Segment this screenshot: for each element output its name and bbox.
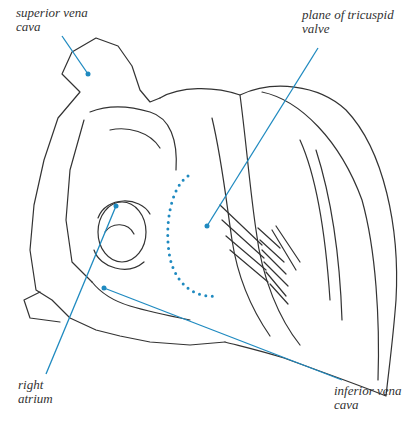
atrium-wall: [66, 107, 176, 282]
papillary-muscle: [258, 226, 300, 304]
septum: [300, 140, 342, 320]
part-label: right atrium: [18, 378, 74, 406]
leader-line: [207, 48, 318, 226]
leader-dot: [114, 204, 119, 209]
ventricle-outline: [160, 86, 397, 396]
leader-dot: [86, 72, 91, 77]
part-label: superior vena cava: [16, 6, 88, 34]
leader-line: [46, 206, 116, 374]
part-label: inferior vena cava: [334, 384, 410, 412]
ventricle-wall: [212, 92, 378, 380]
atrium-outline: [30, 38, 225, 345]
leader-line: [62, 36, 88, 74]
chordae: [220, 205, 268, 282]
leader-line: [104, 288, 342, 380]
ivc-outline: [24, 282, 190, 322]
part-label: plane of tricuspid valve: [302, 8, 406, 36]
leader-dot: [102, 286, 107, 291]
atrial-ridge: [94, 201, 150, 269]
tricuspid-plane: [168, 176, 216, 296]
leader-dot: [205, 224, 210, 229]
